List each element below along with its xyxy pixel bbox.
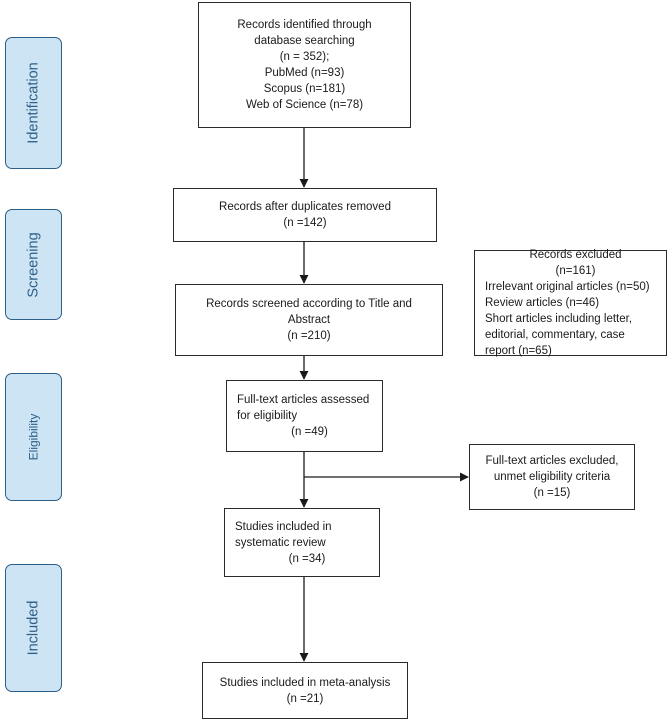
- box-line: (n =49): [291, 426, 328, 438]
- box-line: for eligibility: [237, 410, 298, 422]
- box-line: Records after duplicates removed: [219, 201, 391, 213]
- box-line: (n =34): [288, 552, 326, 565]
- fulltext-excluded-box: Full-text articles excluded, unmet eligi…: [469, 444, 635, 510]
- box-line: Irrelevant original articles (n=50): [485, 281, 650, 293]
- box-line: Studies included in: [235, 520, 332, 533]
- box-line: systematic review: [235, 536, 326, 549]
- box-line: Scopus (n=181): [263, 83, 346, 95]
- box-line: database searching: [254, 35, 355, 47]
- box-line: editorial, commentary, case: [485, 329, 625, 341]
- phase-included-label: Included: [5, 564, 62, 692]
- duplicates-removed-box: Records after duplicates removed (n =142…: [173, 188, 437, 242]
- box-line: (n = 352);: [279, 51, 330, 63]
- phase-included-text: Included: [25, 600, 42, 656]
- box-line: Records excluded: [529, 249, 622, 261]
- box-line: (n =210): [287, 330, 331, 342]
- box-line: Records screened according to Title and: [206, 298, 412, 310]
- phase-eligibility-text: Eligibility: [26, 413, 41, 461]
- box-line: report (n=65): [485, 345, 552, 357]
- box-line: (n=161): [555, 265, 596, 277]
- phase-screening-text: Screening: [25, 231, 42, 298]
- box-line: Full-text articles excluded,: [485, 455, 619, 467]
- phase-identification-text: Identification: [25, 62, 42, 144]
- box-line: Short articles including letter,: [485, 313, 633, 325]
- box-line: PubMed (n=93): [264, 67, 345, 79]
- box-line: Studies included in meta-analysis: [219, 676, 391, 689]
- records-identified-box: Records identified through database sear…: [198, 2, 411, 128]
- systematic-review-box: Studies included in systematic review (n…: [224, 508, 380, 577]
- box-line: Abstract: [287, 314, 331, 326]
- box-line: Web of Science (n=78): [245, 99, 364, 111]
- box-line: Review articles (n=46): [485, 297, 600, 309]
- records-screened-box: Records screened according to Title and …: [175, 284, 443, 356]
- fulltext-assessed-box: Full-text articles assessed for eligibil…: [226, 380, 383, 452]
- box-line: (n =142): [283, 217, 327, 229]
- box-line: (n =21): [286, 692, 324, 705]
- meta-analysis-box: Studies included in meta-analysis (n =21…: [202, 662, 408, 719]
- box-line: Full-text articles assessed: [237, 394, 370, 406]
- box-line: (n =15): [533, 487, 571, 499]
- box-line: unmet eligibility criteria: [493, 471, 611, 483]
- box-line: Records identified through: [237, 19, 372, 31]
- phase-eligibility-label: Eligibility: [5, 373, 62, 501]
- records-excluded-box: Records excluded (n=161) Irrelevant orig…: [474, 249, 667, 357]
- phase-identification-label: Identification: [5, 37, 62, 169]
- phase-screening-label: Screening: [5, 209, 62, 320]
